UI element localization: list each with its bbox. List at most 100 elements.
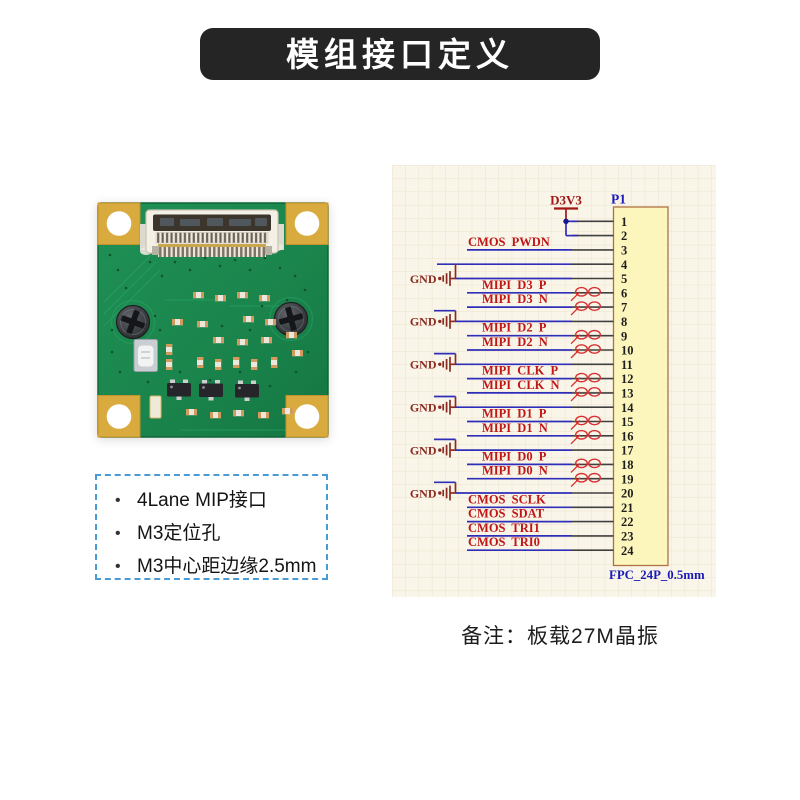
features-box: • 4Lane MIP接口 • M3定位孔 • M3中心距边缘2.5mm: [95, 474, 328, 580]
bullet-icon: •: [115, 558, 121, 576]
page-title: 模组接口定义: [200, 28, 600, 80]
pin-number: 13: [621, 387, 634, 401]
pin-number: 12: [621, 372, 634, 386]
smd-resistor: [215, 295, 226, 302]
crystal-27mhz: [133, 339, 158, 372]
smd-resistor: [166, 344, 173, 355]
sot23-parts: [167, 379, 259, 401]
smd-resistor: [186, 409, 197, 416]
net-label: MIPI D3 N: [482, 292, 548, 306]
pin-number: 8: [621, 315, 627, 329]
smd-resistor: [237, 292, 248, 299]
net-label: MIPI CLK N: [482, 378, 560, 392]
smd-resistor: [172, 319, 183, 326]
smd-resistor: [292, 350, 303, 357]
net-label: MIPI D0 P: [482, 449, 547, 463]
diff-pair-icon: [570, 386, 602, 402]
diff-pair-icon: [570, 286, 602, 302]
diff-pair-icon: [570, 344, 602, 359]
smd-resistor: [282, 408, 293, 415]
pin-number: 6: [621, 286, 627, 300]
net-label: MIPI D2 N: [482, 335, 548, 349]
screw-left: [115, 304, 151, 340]
pcb-board: [97, 202, 329, 438]
net-label: MIPI D1 N: [482, 421, 548, 435]
smd-resistor: [233, 410, 244, 417]
gnd-label: GND: [410, 486, 437, 500]
pin-number: 11: [621, 358, 633, 372]
note-text: 备注：板载27M晶振: [461, 625, 659, 648]
pin-number: 4: [621, 258, 628, 272]
pin-number: 23: [621, 530, 634, 544]
feature-item: • M3定位孔: [115, 517, 326, 550]
net-label: MIPI D3 P: [482, 278, 547, 292]
pin-number: 20: [621, 487, 634, 501]
net-label: CMOS TRI0: [468, 535, 540, 549]
pcb-photo: [97, 202, 329, 438]
feature-item-label: M3定位孔: [137, 523, 221, 544]
pin-number: 5: [621, 272, 627, 286]
smd-resistor: [210, 412, 221, 419]
smd-resistor: [213, 337, 224, 344]
feature-item-label: 4Lane MIP接口: [137, 490, 267, 511]
net-label: CMOS SDAT: [468, 507, 545, 521]
bullet-icon: •: [115, 492, 121, 510]
pin-number: 9: [621, 329, 627, 343]
pin-number: 1: [621, 215, 627, 229]
net-label: MIPI D2 P: [482, 321, 547, 335]
diff-pair-icon: [570, 415, 602, 430]
connector-footprint: FPC_24P_0.5mm: [609, 568, 705, 582]
smd-resistor: [265, 319, 276, 326]
smd-capacitor: [149, 395, 162, 419]
pin-number: 21: [621, 501, 634, 515]
net-label: CMOS TRI1: [468, 521, 540, 535]
bullet-icon: •: [115, 525, 121, 543]
smd-resistor: [233, 357, 240, 368]
pin-number: 24: [621, 544, 634, 558]
pin-number: 2: [621, 229, 627, 243]
connector-body: [612, 206, 669, 567]
gnd-label: GND: [410, 315, 437, 329]
screw-right: [273, 301, 309, 337]
net-label: CMOS SCLK: [468, 492, 546, 506]
pin-number: 3: [621, 244, 627, 258]
pin-number: 10: [621, 344, 634, 358]
diff-pair-icon: [570, 329, 602, 345]
net-label: CMOS PWDN: [468, 235, 550, 249]
smd-resistor: [215, 359, 222, 370]
power-net-label: D3V3: [550, 193, 582, 208]
net-label: MIPI D0 N: [482, 464, 548, 478]
smd-resistor: [271, 357, 278, 368]
pin-number: 17: [621, 444, 634, 458]
pin-number: 15: [621, 415, 634, 429]
net-label: MIPI CLK P: [482, 364, 559, 378]
smd-resistor: [251, 359, 258, 370]
gnd-label: GND: [410, 401, 437, 415]
pin-number: 18: [621, 458, 634, 472]
smd-resistor: [197, 357, 204, 368]
smd-resistor: [243, 316, 254, 323]
smd-resistor: [258, 412, 269, 419]
smd-resistor: [259, 295, 270, 302]
smd-components: [166, 292, 303, 419]
gnd-label: GND: [410, 443, 437, 457]
gnd-label: GND: [410, 272, 437, 286]
diff-pair-icon: [570, 429, 602, 445]
diff-pair-icon: [570, 458, 602, 473]
diff-pair-icon: [570, 472, 602, 488]
pin-number: 7: [621, 301, 627, 315]
smd-resistor: [261, 337, 272, 344]
feature-item-label: M3中心距边缘2.5mm: [137, 556, 317, 577]
pcb-vias: [108, 253, 310, 388]
diff-pair-icon: [570, 372, 602, 388]
pin-number: 14: [621, 401, 634, 415]
smd-resistor: [197, 321, 208, 328]
smd-resistor: [166, 359, 173, 370]
mounting-holes: [97, 202, 329, 438]
gnd-label: GND: [410, 358, 437, 372]
pcb-traces: [103, 253, 314, 431]
net-label: MIPI D1 P: [482, 407, 547, 421]
